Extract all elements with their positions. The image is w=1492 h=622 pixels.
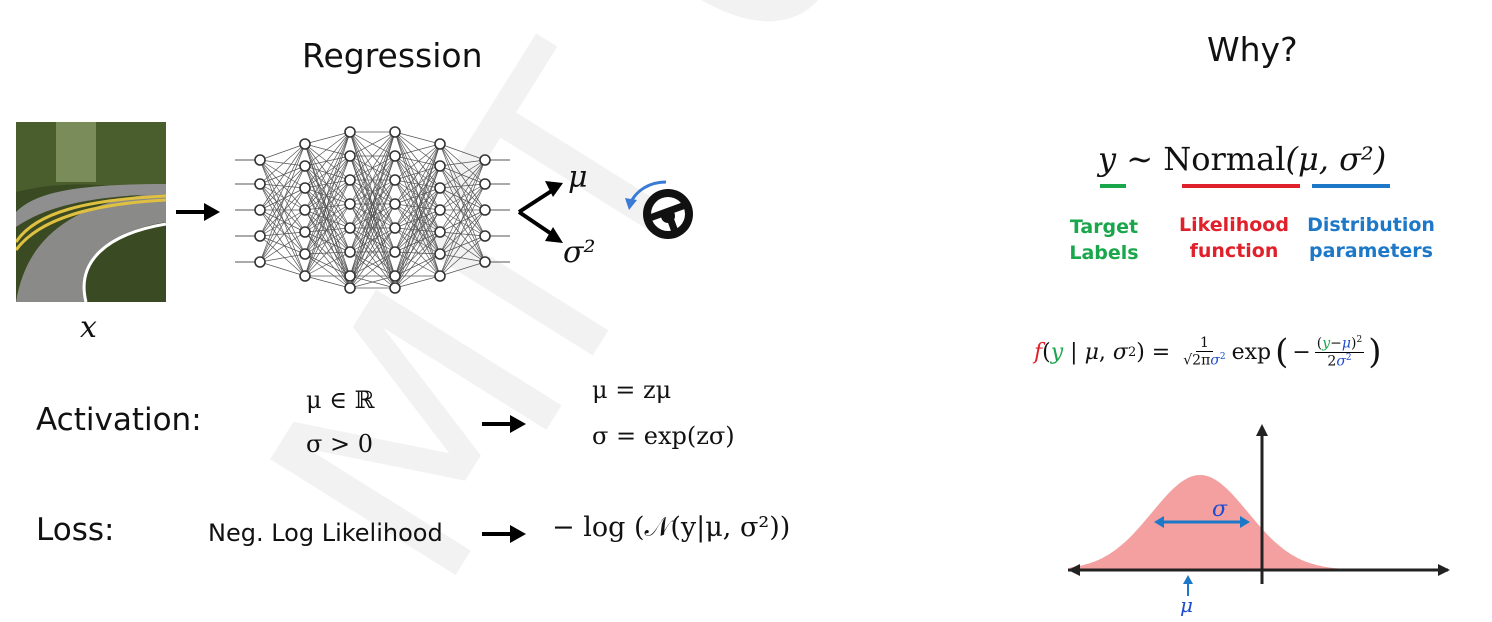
nn-node xyxy=(299,226,311,238)
nn-node xyxy=(434,160,446,172)
activation-label: Activation: xyxy=(36,402,202,438)
likelihood-underline xyxy=(1182,184,1300,188)
steering-wheel-icon xyxy=(625,180,693,239)
nn-node xyxy=(299,160,311,172)
nn-node xyxy=(299,204,311,216)
nn-node xyxy=(389,282,401,294)
loss-arrow xyxy=(482,525,526,543)
neural-network-diagram xyxy=(235,126,510,294)
nn-node xyxy=(299,248,311,260)
mu-label: μ xyxy=(1180,593,1193,616)
activation-constraint-mu: μ ∈ ℝ xyxy=(306,386,375,414)
nn-node xyxy=(479,154,491,166)
nn-node xyxy=(479,230,491,242)
nn-node xyxy=(254,256,266,268)
legend-likelihood-line1: Likelihood xyxy=(1179,214,1289,236)
nn-node xyxy=(344,174,356,186)
nn-node xyxy=(344,198,356,210)
formula-y: y xyxy=(1098,140,1117,178)
nn-node xyxy=(254,230,266,242)
nn-node xyxy=(389,150,401,162)
nn-node xyxy=(479,204,491,216)
nn-node xyxy=(389,198,401,210)
nn-node xyxy=(434,248,446,260)
nn-node xyxy=(254,204,266,216)
activation-map-sigma: σ = exp(zσ) xyxy=(592,422,735,450)
nn-node xyxy=(434,182,446,194)
params-underline xyxy=(1312,184,1390,188)
loss-description: Neg. Log Likelihood xyxy=(208,519,443,547)
legend-likelihood: Likelihood function xyxy=(1172,212,1296,264)
nn-node xyxy=(479,178,491,190)
formula-tilde: ∼ xyxy=(1126,140,1154,178)
nn-node xyxy=(434,270,446,282)
legend-params-line2: parameters xyxy=(1309,240,1433,262)
input-label: x xyxy=(80,310,97,345)
nn-node xyxy=(299,270,311,282)
nn-node xyxy=(479,256,491,268)
gaussian-plot: σ μ xyxy=(1068,424,1450,616)
nn-node xyxy=(344,270,356,282)
output-arrows xyxy=(517,181,563,243)
legend-target: Target Labels xyxy=(1064,214,1144,266)
target-underline xyxy=(1100,184,1126,188)
regression-title: Regression xyxy=(302,36,483,75)
distribution-formula: y ∼ Normal(μ, σ²) xyxy=(1098,140,1386,178)
nn-node xyxy=(299,182,311,194)
nn-node xyxy=(344,246,356,258)
nn-node xyxy=(389,222,401,234)
input-arrow xyxy=(176,203,220,221)
legend-params-line1: Distribution xyxy=(1307,214,1435,236)
formula-normal: Normal xyxy=(1163,140,1286,178)
output-sigma2: σ² xyxy=(563,235,596,270)
legend-likelihood-line2: function xyxy=(1189,240,1279,262)
nn-node xyxy=(389,174,401,186)
nn-node xyxy=(389,126,401,138)
sigma-label: σ xyxy=(1212,497,1228,522)
nn-node xyxy=(434,226,446,238)
legend-target-line2: Labels xyxy=(1069,242,1139,264)
output-mu: μ xyxy=(568,160,588,195)
nn-node xyxy=(344,150,356,162)
why-title: Why? xyxy=(1207,30,1298,69)
nn-node xyxy=(254,154,266,166)
nn-node xyxy=(434,138,446,150)
activation-map-mu: μ = zμ xyxy=(592,376,672,404)
loss-formula: − log (𝒩(y|μ, σ²)) xyxy=(552,512,791,543)
nn-node xyxy=(344,222,356,234)
formula-params: (μ, σ²) xyxy=(1285,140,1387,178)
nn-node xyxy=(344,282,356,294)
nn-node xyxy=(299,138,311,150)
activation-arrow xyxy=(482,415,526,433)
legend-params: Distribution parameters xyxy=(1304,212,1438,264)
loss-label: Loss: xyxy=(36,512,115,548)
nn-node xyxy=(344,126,356,138)
nn-node xyxy=(434,204,446,216)
road-image xyxy=(16,122,166,302)
legend-target-line1: Target xyxy=(1069,216,1139,238)
nn-node xyxy=(389,246,401,258)
nn-node xyxy=(389,270,401,282)
activation-constraint-sigma: σ > 0 xyxy=(306,430,374,458)
nn-node xyxy=(254,178,266,190)
